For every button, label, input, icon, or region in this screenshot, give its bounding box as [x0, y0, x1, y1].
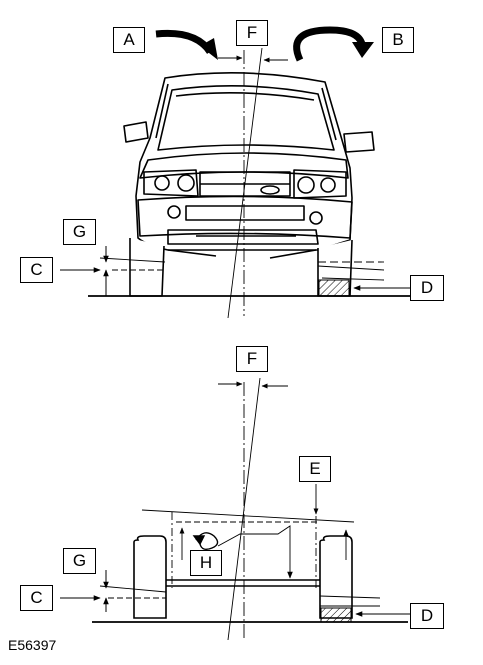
- rotation-arrow-b: [293, 26, 374, 62]
- dimension-arrows-bottom: [60, 570, 410, 617]
- dimension-arrows-top: [60, 246, 410, 296]
- wheel-hatch-top: [318, 279, 350, 297]
- label-a: A: [113, 27, 145, 53]
- rotation-symbol: [192, 532, 219, 551]
- label-g-top: G: [63, 219, 96, 245]
- label-h: H: [190, 550, 222, 576]
- label-f-top: F: [236, 20, 268, 46]
- centre-reference-lines-top: [99, 47, 385, 319]
- label-g-bottom: G: [63, 548, 96, 574]
- centre-reference-lines-bottom: [99, 377, 381, 641]
- label-d-bottom: D: [410, 603, 444, 629]
- wheel-hatch-bottom: [320, 607, 352, 623]
- vehicle-front-view: [123, 72, 375, 297]
- label-f-bottom: F: [236, 346, 268, 372]
- axle-schematic: [133, 535, 353, 619]
- figure-reference: E56397: [8, 637, 57, 653]
- label-e: E: [299, 456, 331, 482]
- label-c-bottom: C: [20, 585, 53, 611]
- rotation-arrow-a: [155, 29, 218, 60]
- label-d-top: D: [410, 275, 444, 301]
- label-c-top: C: [20, 257, 53, 283]
- label-b: B: [382, 27, 414, 53]
